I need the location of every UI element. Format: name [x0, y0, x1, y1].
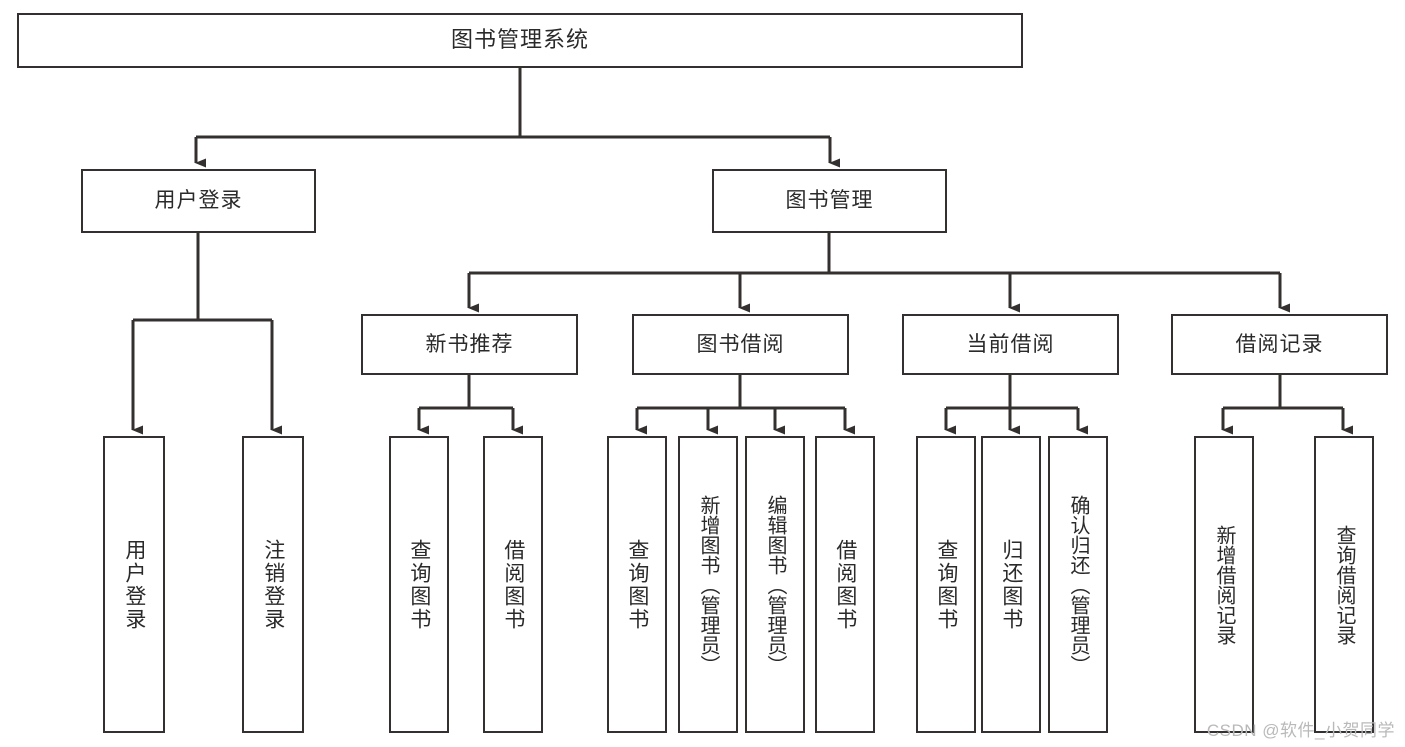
leaf-return-book[interactable]: 归还图书: [981, 436, 1041, 733]
leaf-borrow-book-1[interactable]: 借阅图书: [483, 436, 543, 733]
leaf-query-book-3[interactable]: 查询图书: [916, 436, 976, 733]
leaf-query-book-2[interactable]: 查询图书: [607, 436, 667, 733]
leaf-query-record[interactable]: 查询借阅记录: [1314, 436, 1374, 733]
node-current-borrow[interactable]: 当前借阅: [902, 314, 1119, 375]
node-new-book-recommend[interactable]: 新书推荐: [361, 314, 578, 375]
leaf-confirm-return[interactable]: 确认归还（管理员）: [1048, 436, 1108, 733]
node-book-manage[interactable]: 图书管理: [712, 169, 947, 233]
node-user-login[interactable]: 用户登录: [81, 169, 316, 233]
leaf-add-book[interactable]: 新增图书（管理员）: [678, 436, 738, 733]
leaf-user-login[interactable]: 用户登录: [103, 436, 165, 733]
leaf-borrow-book-2[interactable]: 借阅图书: [815, 436, 875, 733]
node-root[interactable]: 图书管理系统: [17, 13, 1023, 68]
node-book-borrow[interactable]: 图书借阅: [632, 314, 849, 375]
leaf-add-record[interactable]: 新增借阅记录: [1194, 436, 1254, 733]
leaf-user-logout[interactable]: 注销登录: [242, 436, 304, 733]
leaf-edit-book[interactable]: 编辑图书（管理员）: [745, 436, 805, 733]
node-borrow-record[interactable]: 借阅记录: [1171, 314, 1388, 375]
leaf-query-book-1[interactable]: 查询图书: [389, 436, 449, 733]
watermark-text: CSDN @软件_小贺同学: [1206, 721, 1395, 740]
